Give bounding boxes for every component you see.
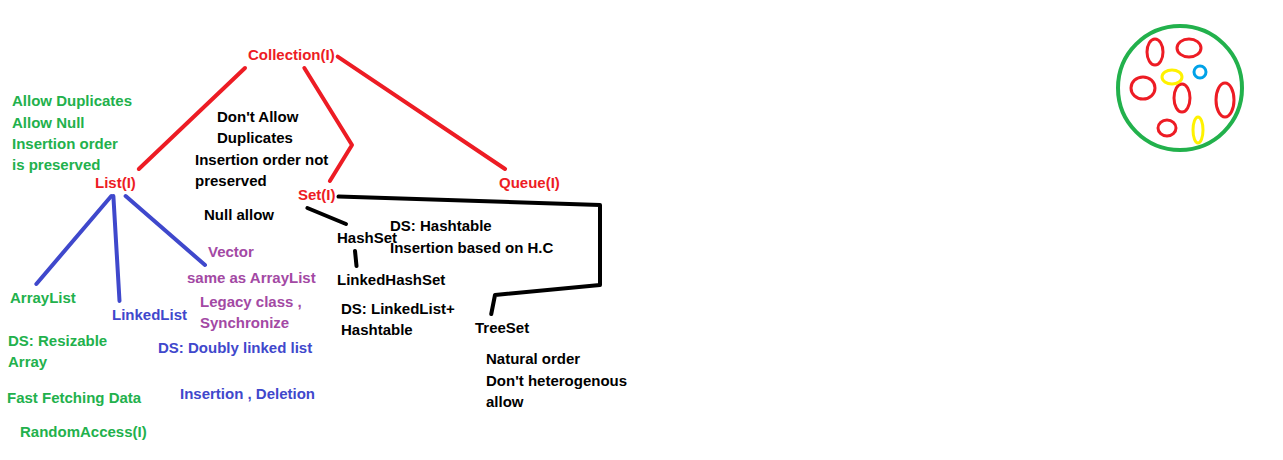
class-node: TreeSet [475,317,529,338]
note-text: Insertion , Deletion [180,383,315,404]
connector [36,196,111,284]
class-node: HashSet [337,227,397,248]
element-oval [1193,117,1203,143]
class-name: Queue(I) [499,172,560,193]
class-name: LinkedList [112,304,187,325]
class-node: ArrayList [10,287,76,308]
class-name: List(I) [95,172,136,193]
note-text: DS: Hashtable [390,215,492,236]
connector [307,208,346,224]
note-text: Insertion order is preserved [12,133,124,175]
connector [113,196,119,301]
class-name: Collection(I) [248,44,335,65]
element-oval [1162,70,1182,84]
class-node: Vector [208,241,254,262]
note-text: Null allow [204,204,274,225]
note-text: Insertion based on H.C [390,237,553,258]
note-text: Don't heterogenous allow [486,370,646,412]
class-node: LinkedHashSet [337,269,445,290]
connector [338,57,505,169]
class-node: Queue(I) [499,172,560,193]
note-text: DS: LinkedList+ Hashtable [341,298,471,340]
note-text: same as ArrayList [187,267,316,288]
note-text: Allow Duplicates [12,90,132,111]
note-text: DS: Doubly linked list [158,337,312,358]
note-text: Allow Null [12,112,85,133]
class-node: LinkedList [112,304,187,325]
element-oval [1158,120,1176,136]
note-text: Legacy class , Synchronize [200,291,312,333]
class-node: List(I) [95,172,136,193]
note-text: Don't Allow Duplicates [217,106,317,148]
element-oval [1147,39,1163,65]
class-name: Vector [208,241,254,262]
note-text: Fast Fetching Data [7,387,141,408]
class-name: ArrayList [10,287,76,308]
class-name: HashSet [337,227,397,248]
element-oval [1131,77,1155,99]
connector [355,251,356,266]
element-oval [1177,39,1201,57]
class-name: Set(I) [298,184,336,205]
class-name: LinkedHashSet [337,269,445,290]
note-text: Natural order [486,348,580,369]
connector [339,197,601,314]
note-text: RandomAccess(I) [20,421,147,442]
class-node: Collection(I) [248,44,335,65]
set-circle [1118,26,1242,150]
class-node: Set(I) [298,184,336,205]
note-text: Insertion order not preserved [195,149,340,191]
connector [126,196,205,265]
element-oval [1216,83,1234,117]
class-name: TreeSet [475,317,529,338]
element-oval [1174,84,1190,112]
note-text: DS: Resizable Array [8,330,118,372]
element-oval [1194,66,1206,78]
